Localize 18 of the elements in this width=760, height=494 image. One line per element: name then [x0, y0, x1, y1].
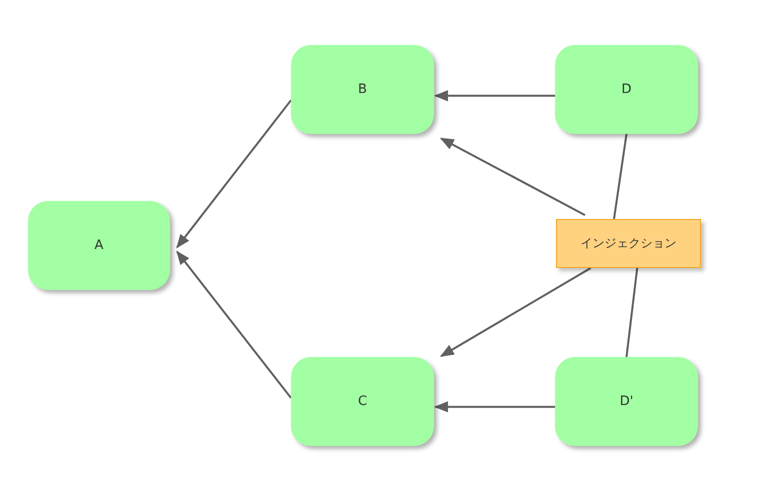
node-label: D' [620, 394, 634, 409]
node-label: インジェクション [580, 235, 676, 252]
process-box [555, 357, 698, 446]
node-label: B [358, 82, 367, 97]
process-box [291, 357, 434, 446]
process-box [28, 201, 170, 290]
node-label: A [94, 238, 104, 253]
arrow [176, 250, 292, 399]
arrow [176, 100, 292, 248]
node-label: C [358, 394, 368, 409]
arrow [434, 401, 555, 412]
process-box [291, 45, 434, 134]
arrow [434, 90, 555, 102]
arrow [440, 138, 586, 216]
node-label: D [621, 82, 632, 97]
arrow [440, 267, 592, 357]
note-box [556, 219, 701, 268]
process-box [555, 45, 698, 134]
